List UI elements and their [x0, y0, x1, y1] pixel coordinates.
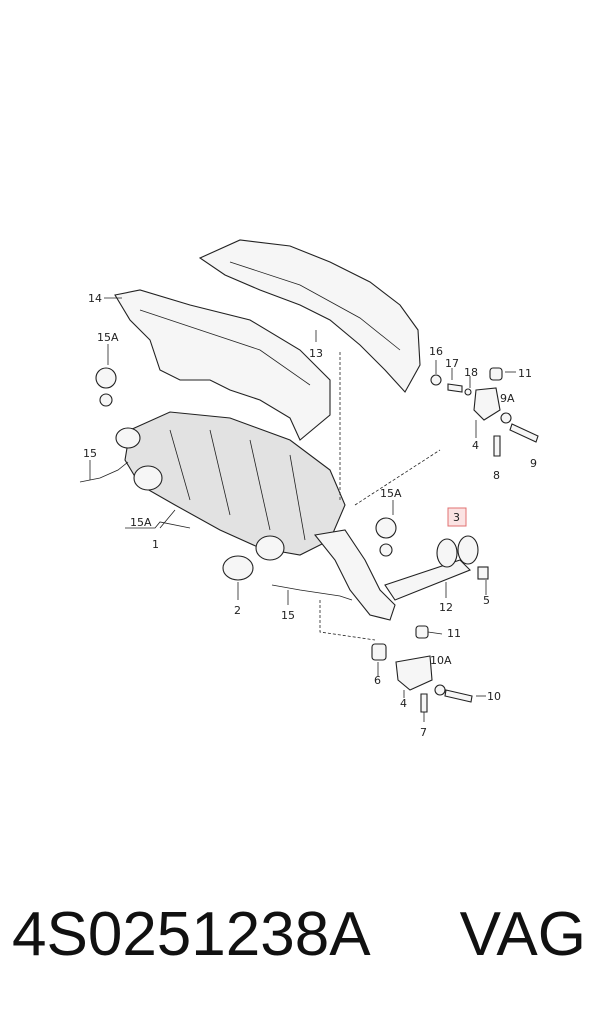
callout-11-top: 11 — [518, 367, 532, 380]
washer-9a — [500, 412, 512, 424]
callout-16: 16 — [429, 345, 443, 358]
callout-5: 5 — [483, 594, 490, 607]
callout-15a-mid: 15A — [380, 487, 402, 500]
silencer-outlet-left — [133, 465, 163, 491]
bolt-7 — [420, 693, 428, 713]
callout-3: 3 — [453, 511, 460, 524]
callout-14: 14 — [88, 292, 102, 305]
bolt-8 — [493, 435, 501, 457]
callout-2: 2 — [234, 604, 241, 617]
exhaust-parts-diagram: 14 13 15A 15 15A 1 2 15 15A 3 12 5 16 17… — [79, 239, 539, 739]
tail-tip-right — [457, 535, 479, 565]
callout-9: 9 — [530, 457, 537, 470]
callout-6: 6 — [374, 674, 381, 687]
callout-10a: 10A — [430, 654, 452, 667]
washer-16 — [430, 374, 442, 386]
hanger-upper — [473, 387, 501, 421]
rubber-11-top — [489, 367, 503, 381]
callout-15-left: 15 — [83, 447, 97, 460]
inlet-pipe-end — [115, 427, 141, 449]
heat-shield-lower — [114, 289, 331, 441]
callout-9a: 9A — [500, 392, 515, 405]
washer-10a — [434, 684, 446, 696]
cable-left — [79, 461, 129, 483]
callout-17: 17 — [445, 357, 459, 370]
callout-3-highlight — [447, 507, 467, 527]
flap-valve-top — [95, 367, 117, 389]
tail-tip-left — [436, 538, 458, 568]
rubber-6 — [371, 643, 387, 661]
tail-pipe-bracket — [384, 559, 471, 601]
nut-18 — [464, 388, 472, 396]
tail-pipe — [313, 529, 396, 621]
heat-shield-upper — [198, 239, 421, 393]
callout-10: 10 — [487, 690, 501, 703]
callout-15a-bracket: 15A — [130, 516, 152, 529]
hanger-lower — [395, 655, 433, 691]
cable-mid — [271, 584, 353, 601]
clamp-bracket-5 — [477, 566, 489, 580]
callout-1: 1 — [152, 538, 159, 551]
part-number: 4S0251238A — [12, 900, 371, 969]
callout-15-mid: 15 — [281, 609, 295, 622]
callout-13: 13 — [309, 347, 323, 360]
bolt-9 — [509, 423, 539, 443]
flap-valve-mid — [375, 517, 397, 539]
brand-label: VAG — [459, 900, 586, 969]
rubber-11-bot — [415, 625, 429, 639]
footer: 4S0251238A VAG — [0, 890, 600, 980]
callout-15a-top: 15A — [97, 331, 119, 344]
silencer-outlet-right — [255, 535, 285, 561]
callout-8: 8 — [493, 469, 500, 482]
clamp-2 — [222, 555, 254, 581]
bolt-17 — [447, 383, 463, 393]
callout-4-bot: 4 — [400, 697, 407, 710]
callout-12: 12 — [439, 601, 453, 614]
bolt-10 — [444, 689, 473, 703]
callout-4-top: 4 — [472, 439, 479, 452]
callout-11-bot: 11 — [447, 627, 461, 640]
callout-7: 7 — [420, 726, 427, 739]
callout-18: 18 — [464, 366, 478, 379]
